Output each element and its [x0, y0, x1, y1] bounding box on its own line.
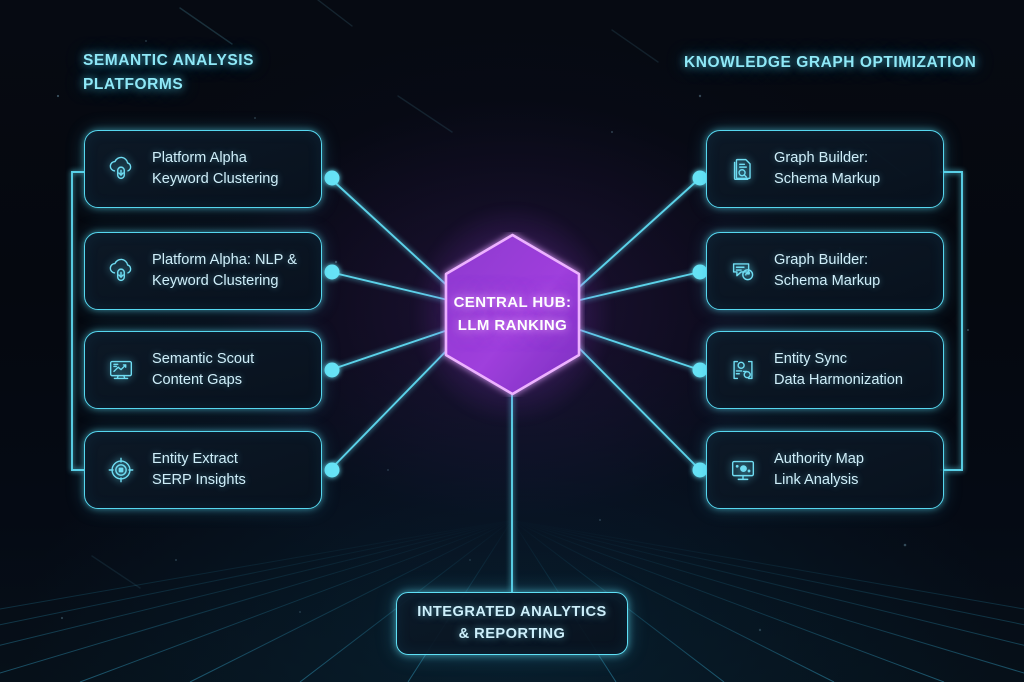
right-card-3-line1: Entity Sync	[774, 351, 847, 368]
section-header-left-line1: SEMANTIC ANALYSIS	[83, 52, 254, 69]
bottom-box-line2: & REPORTING	[458, 625, 566, 642]
node-left-4	[324, 462, 340, 478]
section-header-left: SEMANTIC ANALYSIS PLATFORMS	[83, 49, 254, 97]
right-card-3[interactable]: Entity Sync Data Harmonization	[706, 331, 944, 409]
left-card-4-line2: SERP Insights	[152, 472, 246, 488]
monitor-node-icon	[721, 448, 765, 492]
right-card-1-line1: Graph Builder:	[774, 150, 869, 167]
right-bracket	[940, 171, 963, 471]
left-card-3-line2: Content Gaps	[152, 372, 243, 388]
bottom-box-line1: INTEGRATED ANALYTICS	[417, 603, 607, 620]
left-card-3-line1: Semantic Scout	[152, 351, 255, 368]
right-card-4-line2: Link Analysis	[774, 472, 859, 488]
hub-label-line1: CENTRAL HUB:	[453, 294, 572, 311]
left-card-2-label: Platform Alpha: NLP & Keyword Clustering	[152, 250, 297, 291]
hub-hexagon-shape	[444, 233, 581, 396]
left-card-4-label: Entity Extract SERP Insights	[152, 449, 246, 490]
cloud-download-icon	[99, 147, 143, 191]
left-card-1[interactable]: Platform Alpha Keyword Clustering	[84, 130, 322, 208]
node-left-3	[324, 362, 340, 378]
right-card-1[interactable]: Graph Builder: Schema Markup	[706, 130, 944, 208]
right-card-2[interactable]: Graph Builder: Schema Markup	[706, 232, 944, 310]
document-stack-icon	[721, 147, 765, 191]
right-card-4-label: Authority Map Link Analysis	[774, 449, 864, 490]
node-left-1	[324, 170, 340, 186]
left-card-4-line1: Entity Extract	[152, 451, 238, 468]
node-left-2	[324, 264, 340, 280]
left-card-4[interactable]: Entity Extract SERP Insights	[84, 431, 322, 509]
left-bracket	[71, 171, 84, 471]
entity-sync-icon	[721, 348, 765, 392]
right-card-2-line1: Graph Builder:	[774, 252, 869, 269]
cloud-download-icon	[99, 249, 143, 293]
right-card-4[interactable]: Authority Map Link Analysis	[706, 431, 944, 509]
left-card-2-line1: Platform Alpha: NLP &	[152, 252, 297, 269]
section-header-left-line2: PLATFORMS	[83, 76, 184, 94]
section-header-right-line1: KNOWLEDGE GRAPH OPTIMIZATION	[684, 54, 977, 71]
right-card-1-label: Graph Builder: Schema Markup	[774, 148, 880, 189]
left-card-3[interactable]: Semantic Scout Content Gaps	[84, 331, 322, 409]
left-card-1-line2: Keyword Clustering	[152, 171, 279, 187]
chat-refresh-icon	[721, 249, 765, 293]
left-card-2-line2: Keyword Clustering	[152, 273, 279, 289]
right-card-2-line2: Schema Markup	[774, 273, 881, 289]
central-hub-node[interactable]: CENTRAL HUB: LLM RANKING	[414, 206, 611, 423]
monitor-chart-icon	[99, 348, 143, 392]
left-card-1-label: Platform Alpha Keyword Clustering	[152, 148, 279, 189]
left-card-2[interactable]: Platform Alpha: NLP & Keyword Clustering	[84, 232, 322, 310]
right-card-3-label: Entity Sync Data Harmonization	[774, 349, 903, 390]
left-card-3-label: Semantic Scout Content Gaps	[152, 349, 254, 390]
target-crosshair-icon	[99, 448, 143, 492]
right-card-2-label: Graph Builder: Schema Markup	[774, 250, 880, 291]
integrated-analytics-node[interactable]: INTEGRATED ANALYTICS & REPORTING	[396, 592, 628, 655]
right-card-3-line2: Data Harmonization	[774, 372, 903, 388]
hub-label: CENTRAL HUB: LLM RANKING	[440, 232, 585, 397]
left-card-1-line1: Platform Alpha	[152, 150, 247, 167]
section-header-right: KNOWLEDGE GRAPH OPTIMIZATION	[684, 51, 976, 75]
right-card-1-line2: Schema Markup	[774, 171, 881, 187]
right-card-4-line1: Authority Map	[774, 451, 865, 468]
hub-label-line2: LLM RANKING	[457, 316, 568, 334]
